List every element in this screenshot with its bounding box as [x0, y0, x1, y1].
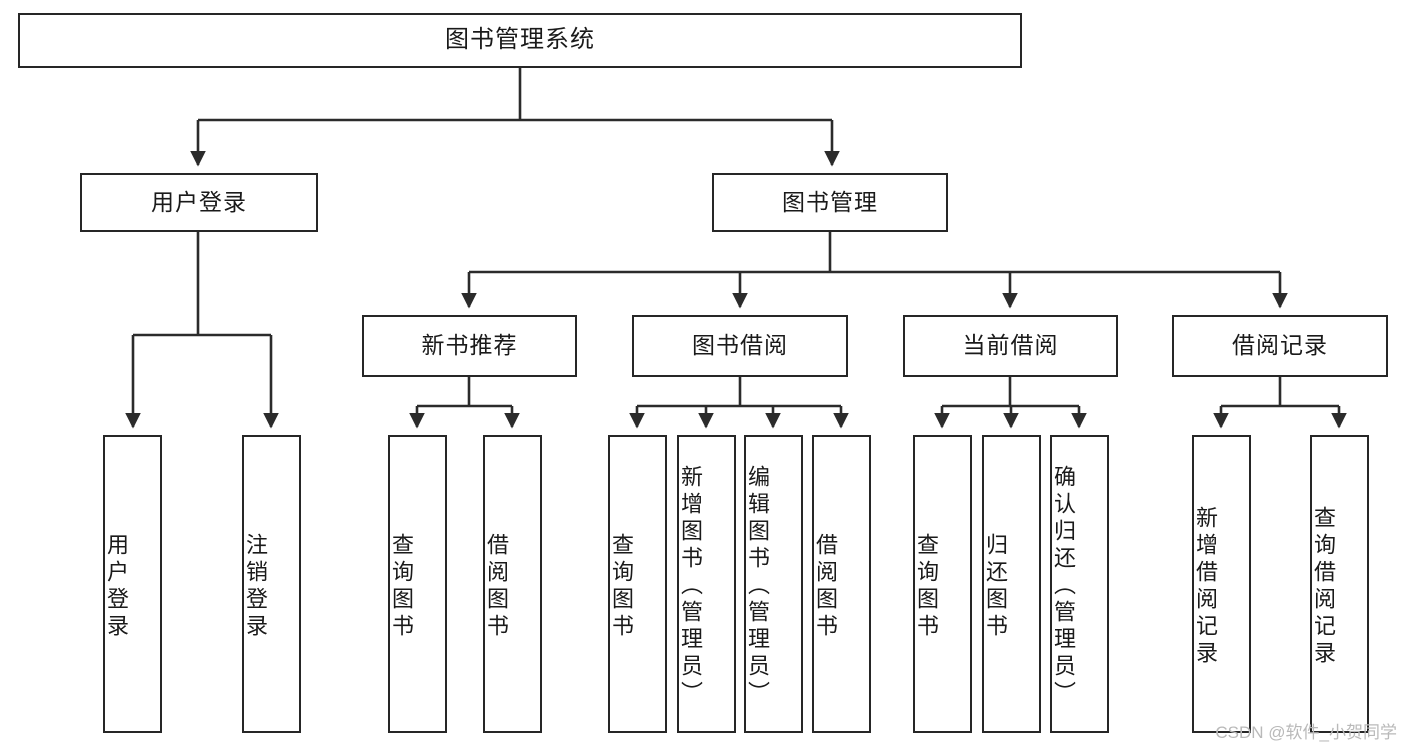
- node-label: 查询图书: [609, 533, 634, 641]
- node-label: 新增图书（管理员）: [678, 464, 703, 708]
- node-label: 注销登录: [243, 533, 268, 641]
- node-label: 查询借阅记录: [1311, 506, 1336, 668]
- leaf-logout[interactable]: 注销登录: [242, 435, 301, 733]
- node-label: 新增借阅记录: [1193, 506, 1218, 668]
- node-root[interactable]: 图书管理系统: [18, 13, 1022, 68]
- node-label: 确认归还（管理员）: [1051, 464, 1076, 708]
- leaf-confirm-return-admin[interactable]: 确认归还（管理员）: [1050, 435, 1109, 733]
- node-label: 用户登录: [104, 533, 129, 641]
- node-label: 当前借阅: [962, 332, 1059, 359]
- node-label: 查询图书: [389, 533, 414, 641]
- node-label: 借阅图书: [813, 533, 838, 641]
- leaf-query-borrow-record[interactable]: 查询借阅记录: [1310, 435, 1369, 733]
- node-label: 借阅图书: [484, 533, 509, 641]
- node-label: 用户登录: [151, 188, 247, 215]
- node-label: 借阅记录: [1232, 332, 1328, 359]
- node-new-book-recommend[interactable]: 新书推荐: [362, 315, 577, 377]
- node-label: 编辑图书（管理员）: [745, 464, 770, 708]
- leaf-edit-book-admin[interactable]: 编辑图书（管理员）: [744, 435, 803, 733]
- node-label: 图书借阅: [692, 332, 788, 359]
- node-user-login[interactable]: 用户登录: [80, 173, 318, 232]
- node-book-borrow[interactable]: 图书借阅: [632, 315, 848, 377]
- leaf-query-book-current[interactable]: 查询图书: [913, 435, 972, 733]
- leaf-add-book-admin[interactable]: 新增图书（管理员）: [677, 435, 736, 733]
- leaf-query-book-borrow[interactable]: 查询图书: [608, 435, 667, 733]
- node-label: 归还图书: [983, 533, 1008, 641]
- csdn-watermark: CSDN @软件_小贺同学: [1215, 723, 1397, 742]
- node-current-borrow[interactable]: 当前借阅: [903, 315, 1118, 377]
- node-label: 查询图书: [914, 533, 939, 641]
- leaf-borrow-book-recommend[interactable]: 借阅图书: [483, 435, 542, 733]
- node-label: 新书推荐: [421, 332, 518, 359]
- node-borrow-records[interactable]: 借阅记录: [1172, 315, 1388, 377]
- leaf-query-book-recommend[interactable]: 查询图书: [388, 435, 447, 733]
- node-label: 图书管理系统: [445, 26, 595, 54]
- leaf-user-login[interactable]: 用户登录: [103, 435, 162, 733]
- node-book-management[interactable]: 图书管理: [712, 173, 948, 232]
- leaf-return-book[interactable]: 归还图书: [982, 435, 1041, 733]
- node-label: 图书管理: [782, 188, 878, 215]
- leaf-add-borrow-record[interactable]: 新增借阅记录: [1192, 435, 1251, 733]
- leaf-borrow-book[interactable]: 借阅图书: [812, 435, 871, 733]
